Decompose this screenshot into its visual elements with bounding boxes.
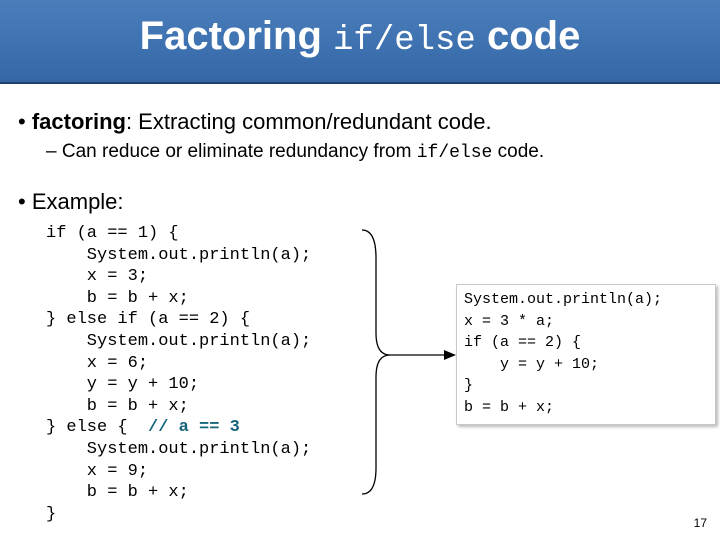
slide-title: Factoring if/else code: [0, 14, 720, 60]
subbullet-redundancy: – Can reduce or eliminate redundancy fro…: [46, 141, 544, 163]
code-line: b = b + x;: [46, 483, 189, 503]
code-line: y = y + 10;: [46, 375, 200, 395]
code-line: b = b + x;: [46, 288, 189, 308]
title-text-end: code: [475, 14, 581, 58]
code-line: System.out.println(a);: [46, 245, 312, 265]
subbullet-code: if/else: [416, 143, 493, 163]
bullet-mark: •: [18, 189, 26, 214]
code-line: x = 3 * a;: [464, 312, 555, 330]
code-before-factoring: if (a == 1) { System.out.println(a); x =…: [46, 223, 311, 525]
code-line: if (a == 1) {: [46, 224, 179, 243]
title-bar: Factoring if/else code: [0, 0, 720, 84]
bullet-term: factoring: [31, 109, 126, 134]
code-line: if (a == 2) {: [464, 334, 582, 352]
bullet-mark: •: [18, 109, 26, 134]
code-else: } else {: [46, 418, 149, 438]
arrow-head: [444, 350, 456, 360]
bullet-example: • Example:: [18, 189, 124, 215]
code-line: y = y + 10;: [464, 355, 600, 373]
code-line: }: [464, 377, 474, 395]
code-comment: // a == 3: [148, 418, 240, 438]
code-line: b = b + x;: [46, 396, 189, 416]
title-text-start: Factoring: [139, 14, 334, 58]
code-line: b = b + x;: [464, 398, 555, 416]
code-line: x = 6;: [46, 353, 149, 373]
code-line: System.out.println(a);: [46, 331, 312, 351]
curly-brace: [361, 229, 391, 495]
code-line: System.out.println(a);: [46, 439, 312, 459]
title-code: if/else: [333, 22, 476, 60]
code-line: x = 3;: [46, 267, 149, 287]
code-line: }: [46, 504, 57, 524]
code-after-factoring: System.out.println(a); x = 3 * a; if (a …: [456, 284, 716, 425]
code-line: x = 9;: [46, 461, 149, 481]
brace-arrow: [361, 229, 456, 495]
subbullet-text: Can reduce or eliminate redundancy from: [61, 141, 417, 162]
bullet-text: Example:: [31, 189, 124, 214]
subbullet-mark: –: [46, 141, 57, 162]
code-line: System.out.println(a);: [464, 291, 663, 308]
bullet-text: : Extracting common/redundant code.: [125, 109, 492, 134]
page-number: 17: [693, 516, 707, 530]
bullet-factoring: • factoring: Extracting common/redundant…: [18, 109, 492, 135]
subbullet-text-end: code.: [492, 141, 545, 162]
code-line: } else if (a == 2) {: [46, 310, 251, 330]
code-line-else: } else { // a == 3: [46, 417, 311, 439]
